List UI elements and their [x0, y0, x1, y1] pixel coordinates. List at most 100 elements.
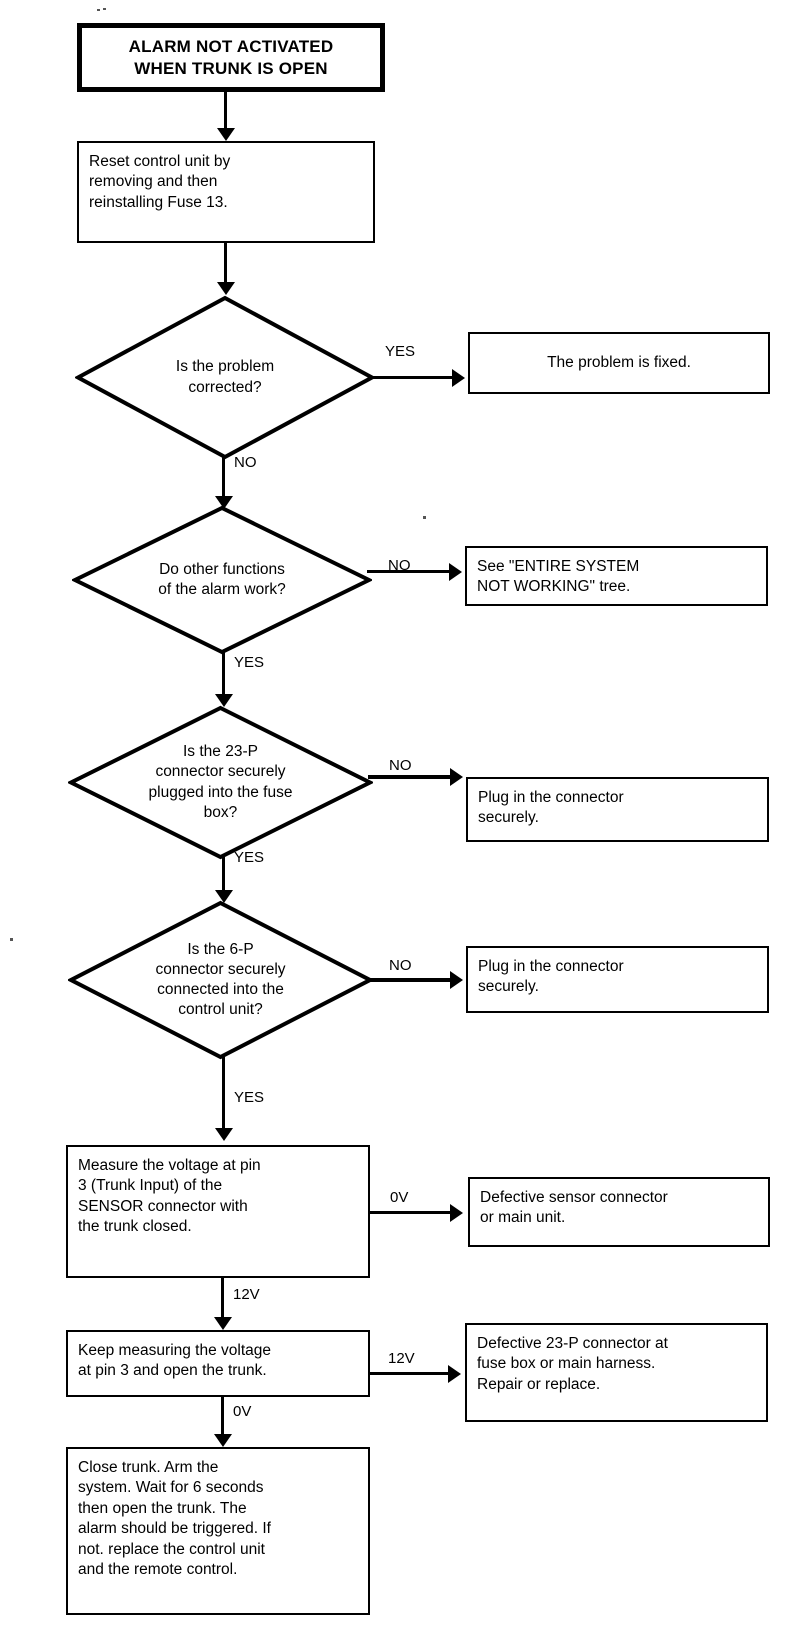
- arrowhead-down: [216, 282, 235, 295]
- edge-label-keep-0v: 0V: [233, 1403, 252, 1420]
- d3-line-4: box?: [203, 803, 238, 821]
- arrowhead-down: [214, 496, 233, 509]
- measure-line-1: Measure the voltage at pin: [78, 1157, 261, 1174]
- d3-line-2: connector securely: [155, 763, 286, 781]
- node-plug-in-connector-2: Plug in the connector securely.: [466, 946, 769, 1013]
- connector-d1-yes: [370, 376, 453, 379]
- connector-d2-yes: [222, 650, 225, 698]
- keep-line-1: Keep measuring the voltage: [78, 1342, 272, 1359]
- scan-speck: [423, 516, 426, 519]
- node-problem-is-fixed: The problem is fixed.: [468, 332, 770, 394]
- final-line-1: Close trunk. Arm the: [78, 1459, 219, 1476]
- node-keep-measuring-voltage: Keep measuring the voltage at pin 3 and …: [66, 1330, 370, 1397]
- arrowhead-down: [216, 128, 235, 141]
- d4-line-1: Is the 6-P: [187, 940, 254, 958]
- defective23p-line-3: Repair or replace.: [477, 1375, 601, 1393]
- edge-label-d4-no: NO: [389, 957, 412, 974]
- connector-measure-12v: [221, 1278, 224, 1320]
- defective-sensor-line-1: Defective sensor connector: [480, 1189, 668, 1206]
- connector-reset-to-d1: [224, 243, 227, 283]
- node-reset-control-unit: Reset control unit by removing and then …: [77, 141, 375, 243]
- d4-line-3: connected into the: [157, 981, 284, 998]
- d4-line-2: connector securely: [155, 960, 286, 978]
- arrowhead-right: [452, 368, 465, 387]
- decision-6p-connector-connected: Is the 6-P connector securely connected …: [68, 900, 373, 1060]
- arrowhead-right: [450, 768, 463, 786]
- keep-line-2: at pin 3 and open the trunk.: [78, 1362, 267, 1380]
- d2-line-2: of the alarm work?: [158, 581, 286, 598]
- d2-line-1: Do other functions: [159, 560, 285, 578]
- final-line-4: alarm should be triggered. If: [78, 1520, 271, 1538]
- edge-label-keep-12v: 12V: [388, 1350, 415, 1367]
- entire-system-line-1: See "ENTIRE SYSTEM: [477, 558, 640, 575]
- plug2-line-1: Plug in the connector: [478, 958, 624, 975]
- entire-system-line-2: NOT WORKING" tree.: [477, 578, 631, 596]
- connector-keep-12v: [370, 1372, 449, 1375]
- measure-line-2: 3 (Trunk Input) of the: [78, 1177, 223, 1195]
- plug1-line-1: Plug in the connector: [478, 789, 624, 806]
- arrowhead-down: [213, 1317, 232, 1330]
- edge-label-measure-12v: 12V: [233, 1286, 260, 1303]
- edge-label-d1-yes: YES: [385, 343, 416, 360]
- arrowhead-down: [214, 694, 233, 707]
- arrowhead-down: [214, 890, 233, 903]
- d3-line-3: plugged into the fuse: [148, 783, 293, 801]
- node-close-trunk-arm-system: Close trunk. Arm the system. Wait for 6 …: [66, 1447, 370, 1615]
- connector-d1-no: [222, 455, 225, 501]
- scan-speck: [103, 8, 106, 10]
- final-line-6: and the remote control.: [78, 1561, 238, 1579]
- plug1-line-2: securely.: [478, 809, 539, 827]
- connector-keep-0v: [221, 1397, 224, 1437]
- final-line-5: not. replace the control unit: [78, 1540, 265, 1558]
- edge-label-d3-yes: YES: [234, 849, 265, 866]
- edge-label-d2-no: NO: [388, 557, 411, 574]
- final-line-2: system. Wait for 6 seconds: [78, 1479, 264, 1497]
- node-defective-23p-connector: Defective 23-P connector at fuse box or …: [465, 1323, 768, 1422]
- edge-label-d2-yes: YES: [234, 654, 265, 671]
- defective23p-line-2: fuse box or main harness.: [477, 1355, 656, 1373]
- connector-measure-0v: [370, 1211, 451, 1214]
- arrowhead-down: [214, 1128, 233, 1141]
- fixed-line-1: The problem is fixed.: [547, 353, 691, 371]
- edge-label-d1-no: NO: [234, 454, 257, 471]
- d4-line-4: control unit?: [178, 1001, 263, 1019]
- arrowhead-right: [448, 1364, 461, 1383]
- connector-d3-yes: [222, 855, 225, 895]
- scan-speck: [10, 938, 13, 941]
- d1-line-1: Is the problem: [175, 358, 275, 376]
- reset-line-2: removing and then: [89, 173, 218, 191]
- reset-line-3: reinstalling Fuse 13.: [89, 193, 228, 211]
- d3-line-1: Is the 23-P: [183, 743, 258, 761]
- node-see-entire-system-tree: See "ENTIRE SYSTEM NOT WORKING" tree.: [465, 546, 768, 606]
- reset-line-1: Reset control unit by: [89, 153, 231, 170]
- node-plug-in-connector-1: Plug in the connector securely.: [466, 777, 769, 842]
- measure-line-3: SENSOR connector with: [78, 1197, 248, 1215]
- defective-sensor-line-2: or main unit.: [480, 1209, 566, 1227]
- connector-d4-yes: [222, 1055, 225, 1131]
- decision-is-problem-corrected: Is the problem corrected?: [75, 295, 375, 460]
- title-line-2: WHEN TRUNK IS OPEN: [134, 58, 328, 78]
- decision-do-other-functions-work: Do other functions of the alarm work?: [72, 505, 372, 655]
- flowchart-title-box: ALARM NOT ACTIVATED WHEN TRUNK IS OPEN: [77, 23, 385, 92]
- title-line-1: ALARM NOT ACTIVATED: [128, 37, 334, 57]
- connector-d2-no: [367, 570, 450, 573]
- defective23p-line-1: Defective 23-P connector at: [477, 1335, 668, 1352]
- arrowhead-right: [449, 562, 462, 581]
- node-measure-voltage-pin3: Measure the voltage at pin 3 (Trunk Inpu…: [66, 1145, 370, 1278]
- arrowhead-down: [213, 1434, 232, 1447]
- edge-label-measure-0v: 0V: [390, 1189, 409, 1206]
- arrowhead-right: [450, 971, 463, 989]
- arrowhead-right: [450, 1203, 463, 1222]
- edge-label-d4-yes: YES: [234, 1089, 265, 1106]
- measure-line-4: the trunk closed.: [78, 1218, 192, 1236]
- connector-title-to-reset: [224, 92, 227, 129]
- edge-label-d3-no: NO: [389, 757, 412, 774]
- decision-23p-connector-plugged: Is the 23-P connector securely plugged i…: [68, 705, 373, 860]
- final-line-3: then open the trunk. The: [78, 1499, 247, 1517]
- scan-speck: [97, 9, 100, 11]
- connector-d4-no: [368, 978, 451, 982]
- connector-d3-no: [368, 775, 451, 779]
- d1-line-2: corrected?: [188, 378, 262, 396]
- node-defective-sensor-connector: Defective sensor connector or main unit.: [468, 1177, 770, 1247]
